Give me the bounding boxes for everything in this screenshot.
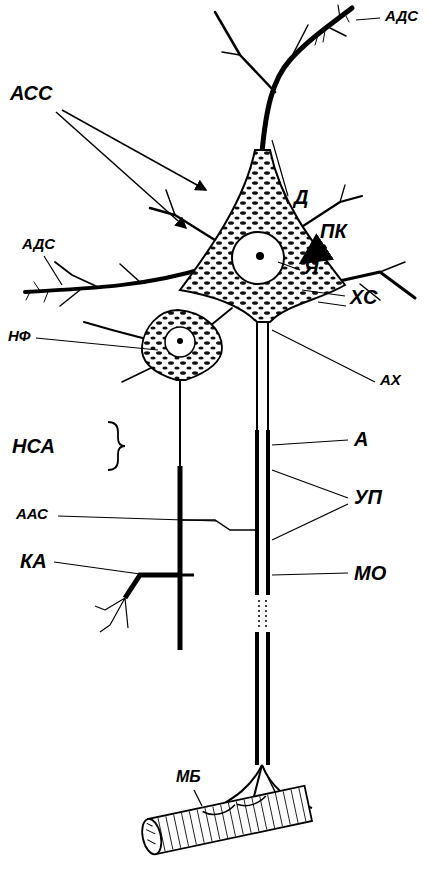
part-label: АХ bbox=[378, 372, 403, 389]
part-label: ПК bbox=[318, 220, 349, 242]
part-label: ААС bbox=[14, 506, 50, 523]
part-label: Я bbox=[302, 256, 321, 278]
part-label: АДС bbox=[383, 8, 420, 25]
part-label: АДС bbox=[20, 236, 57, 253]
part-label: А bbox=[352, 428, 370, 450]
part-label: МО bbox=[352, 562, 388, 584]
part-label: МБ bbox=[174, 768, 203, 786]
part-label: УП bbox=[352, 486, 384, 508]
part-label: КА bbox=[18, 550, 49, 572]
part-label: НФ bbox=[6, 328, 33, 345]
part-label: ХС bbox=[348, 286, 380, 308]
part-label: Д bbox=[292, 186, 310, 208]
part-label: АСС bbox=[8, 82, 54, 104]
part-label: НСА bbox=[10, 435, 57, 457]
